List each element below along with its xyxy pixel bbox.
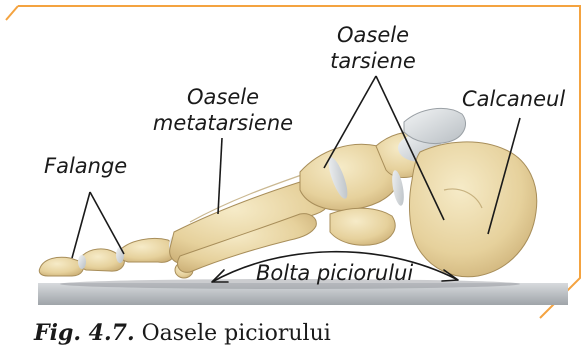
label-calcaneul: Calcaneul bbox=[462, 86, 565, 112]
phalanges-bones bbox=[39, 236, 193, 278]
leader-falange-2 bbox=[90, 192, 124, 254]
label-metatarsiene-line1: Oasele bbox=[148, 84, 298, 110]
figure-caption: Fig. 4.7. Oasele piciorului bbox=[34, 320, 331, 346]
label-tarsiene-line1: Oasele bbox=[318, 22, 428, 48]
label-tarsiene-line2: tarsiene bbox=[318, 48, 428, 74]
label-falange: Falange bbox=[44, 153, 127, 179]
label-bolta-piciorului: Bolta piciorului bbox=[256, 260, 413, 286]
label-oasele-metatarsiene: Oasele metatarsiene bbox=[148, 84, 298, 136]
caption-figure-number: Fig. 4.7. bbox=[34, 320, 135, 346]
leader-metatarsiene bbox=[218, 138, 222, 214]
calcaneus-bone bbox=[410, 142, 537, 277]
label-metatarsiene-line2: metatarsiene bbox=[148, 110, 298, 136]
frame-border-left bbox=[6, 6, 18, 20]
caption-text: Oasele piciorului bbox=[135, 321, 331, 346]
label-oasele-tarsiene: Oasele tarsiene bbox=[318, 22, 428, 74]
leader-falange-1 bbox=[72, 192, 90, 258]
